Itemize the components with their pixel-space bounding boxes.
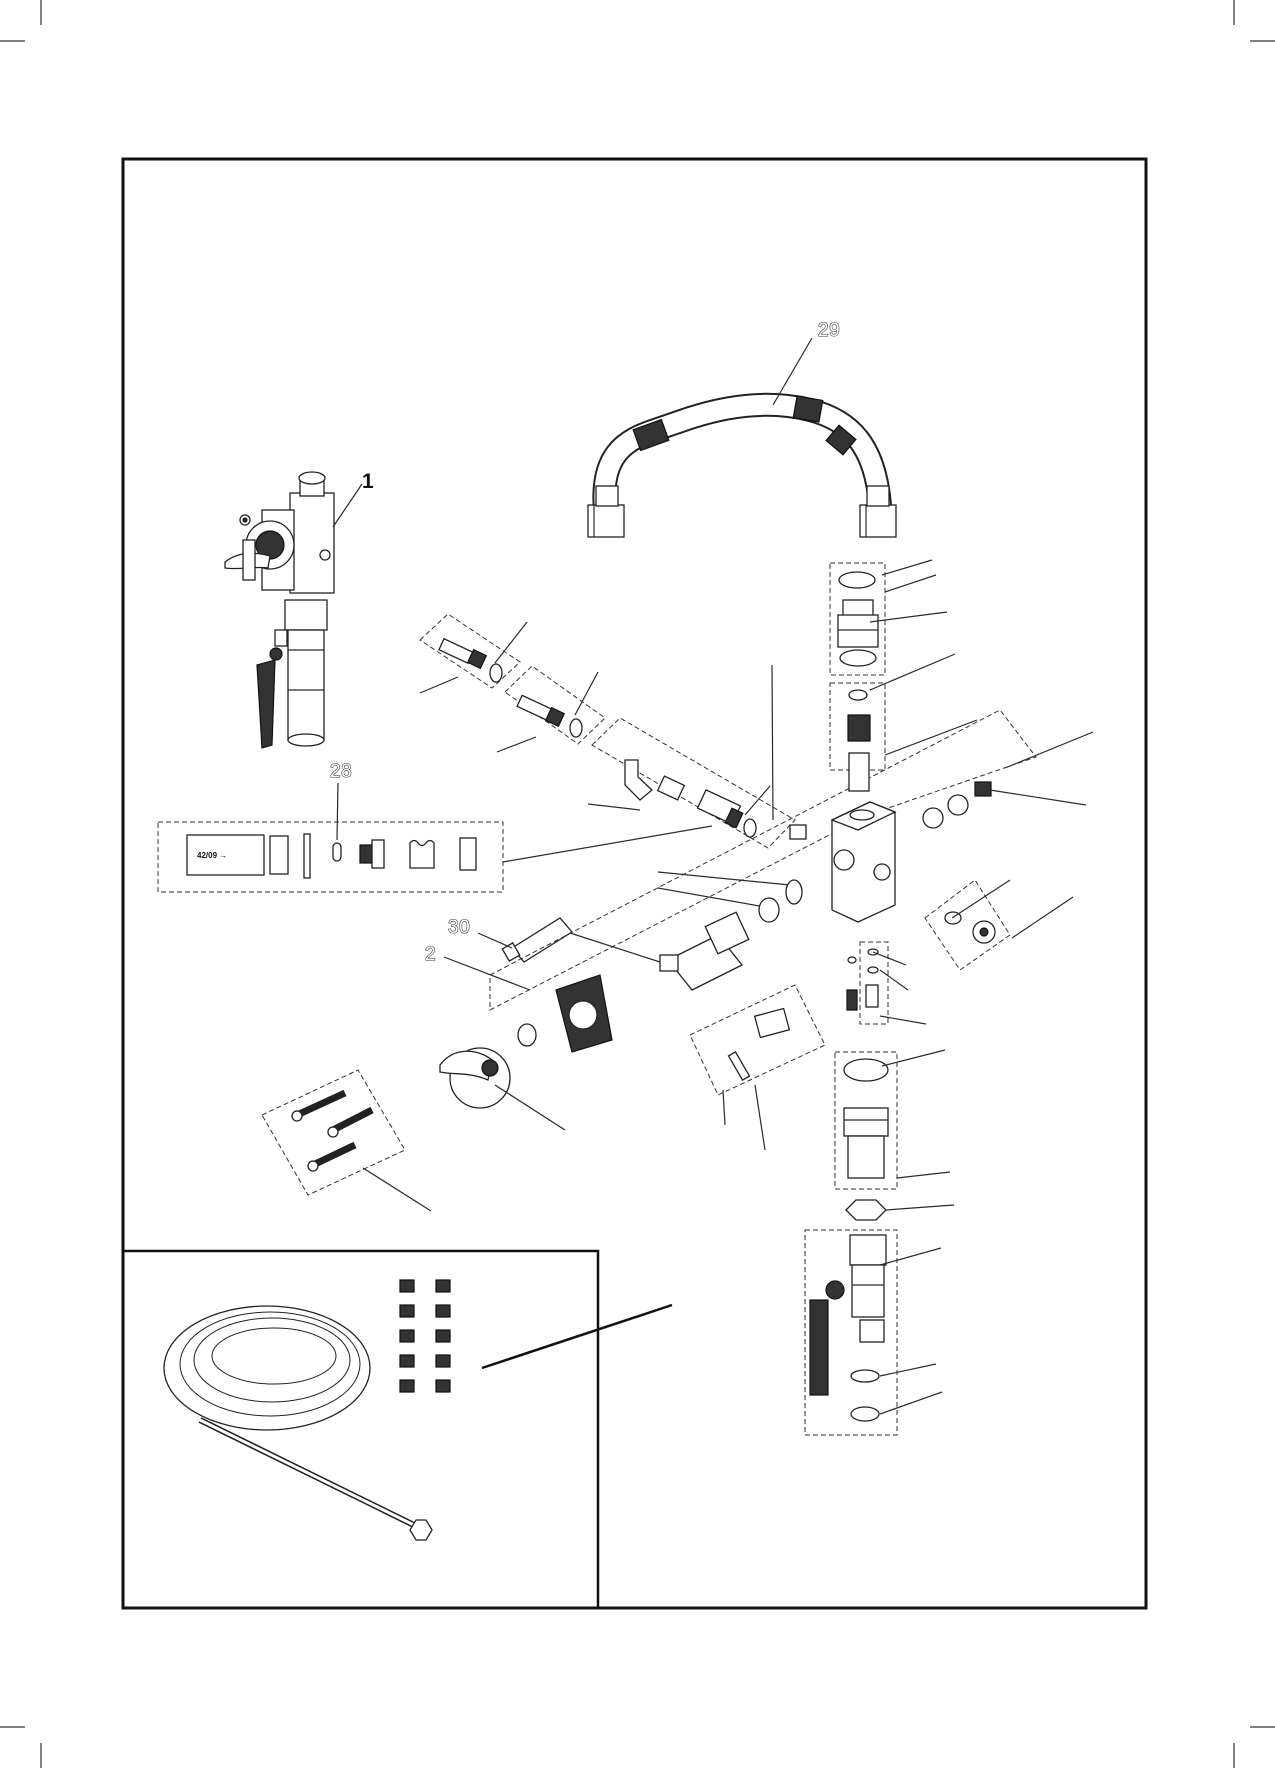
union-nut-stack <box>830 563 885 791</box>
elbow-fitting-group <box>592 718 795 848</box>
injector-group-b <box>505 666 605 744</box>
ball-valve-group <box>805 1230 897 1435</box>
knob-assembly-2 <box>440 710 1036 1108</box>
coiled-hose <box>164 1306 432 1540</box>
callout-28: 28 <box>330 761 352 782</box>
small-fittings-group <box>847 942 888 1024</box>
inset-leader <box>482 1305 672 1368</box>
screws-group <box>262 1070 405 1195</box>
clamp-group <box>690 985 825 1095</box>
callout-30: 30 <box>448 917 470 938</box>
cock-spindle <box>660 912 749 990</box>
valve-body-block <box>832 802 895 922</box>
gas-valve-assembly-1 <box>225 472 334 748</box>
callout-29: 29 <box>818 320 840 341</box>
hex-nut <box>846 1200 886 1220</box>
outlet-connector-stack <box>835 1052 897 1189</box>
date-code-label: 42/09 → <box>197 851 227 860</box>
callout-1: 1 <box>362 470 374 493</box>
control-parts-set-28: 42/09 → <box>158 822 503 892</box>
nozzle-set <box>400 1280 450 1392</box>
test-nipple-group <box>925 880 1010 970</box>
callout-2: 2 <box>425 944 436 965</box>
inset-box <box>123 1251 598 1608</box>
flexible-hose-29 <box>588 396 896 537</box>
spindle-30 <box>502 918 572 962</box>
